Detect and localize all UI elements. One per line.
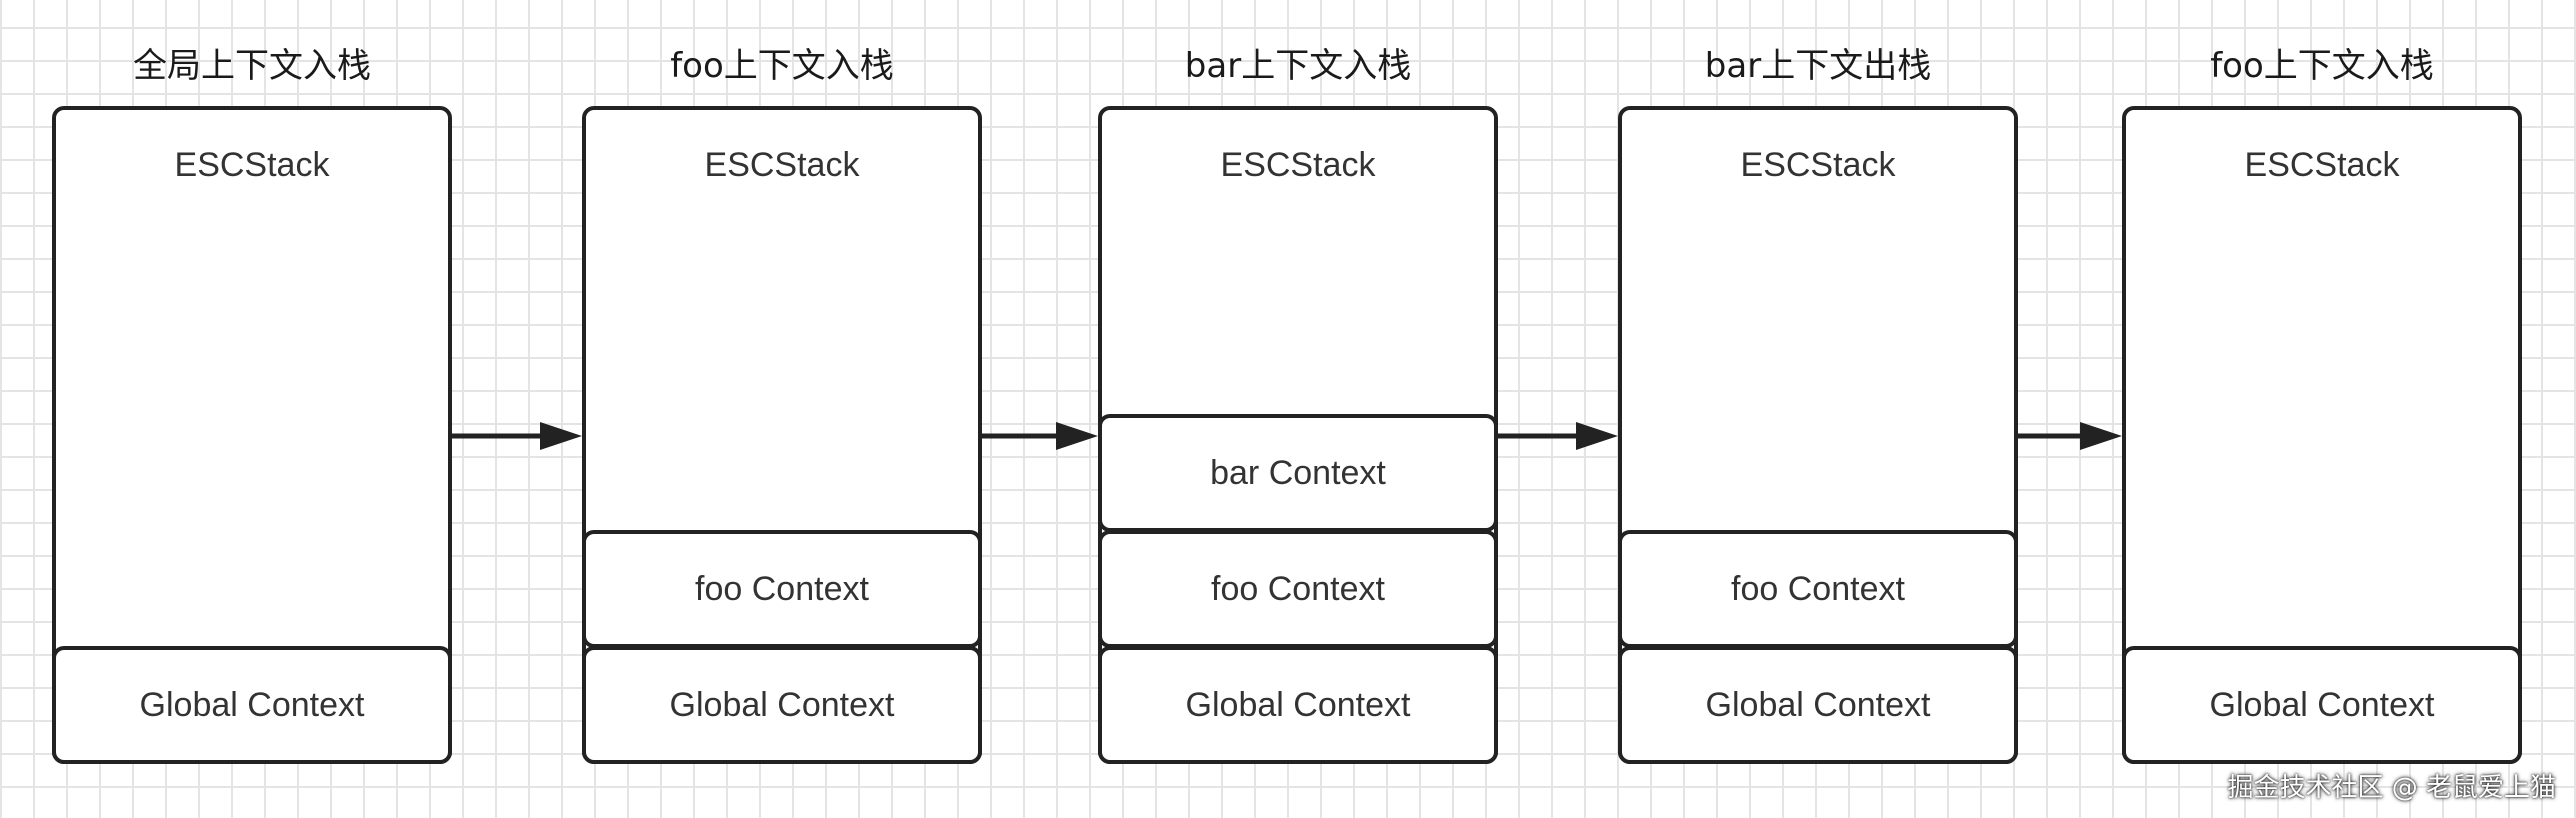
- context-label: foo Context: [1731, 569, 1905, 608]
- global-context-frame: Global Context: [52, 646, 452, 764]
- stage-title-foo-push: foo上下文入栈: [670, 46, 894, 86]
- arrow-right-icon: [2018, 418, 2122, 454]
- stack-label: ESCStack: [2244, 146, 2400, 184]
- foo-context-frame: foo Context: [582, 530, 982, 648]
- esc-stack-foo-push-2: ESCStack Global Context: [2122, 106, 2522, 764]
- esc-stack-global-push: ESCStack Global Context: [52, 106, 452, 764]
- context-label: Global Context: [2209, 685, 2435, 724]
- foo-context-frame: foo Context: [1618, 530, 2018, 648]
- context-label: Global Context: [139, 685, 365, 724]
- stage-title-bar-pop: bar上下文出栈: [1704, 46, 1932, 86]
- arrow-right-icon: [982, 418, 1098, 454]
- global-context-frame: Global Context: [1098, 646, 1498, 764]
- context-label: foo Context: [695, 569, 869, 608]
- arrow-right-icon: [452, 418, 582, 454]
- context-label: Global Context: [1185, 685, 1411, 724]
- context-label: bar Context: [1210, 453, 1386, 492]
- bar-context-frame: bar Context: [1098, 414, 1498, 532]
- global-context-frame: Global Context: [1618, 646, 2018, 764]
- global-context-frame: Global Context: [582, 646, 982, 764]
- stage-title-bar-push: bar上下文入栈: [1184, 46, 1412, 86]
- stage-title-global-push: 全局上下文入栈: [133, 46, 371, 86]
- global-context-frame: Global Context: [2122, 646, 2522, 764]
- stack-label: ESCStack: [1740, 146, 1896, 184]
- esc-stack-foo-push: ESCStack Global Context foo Context: [582, 106, 982, 764]
- stack-label: ESCStack: [1220, 146, 1376, 184]
- watermark: 掘金技术社区 @ 老鼠爱上猫: [2227, 773, 2556, 803]
- stack-label: ESCStack: [174, 146, 330, 184]
- stack-label: ESCStack: [704, 146, 860, 184]
- context-label: foo Context: [1211, 569, 1385, 608]
- foo-context-frame: foo Context: [1098, 530, 1498, 648]
- stage-title-foo-push-2: foo上下文入栈: [2210, 46, 2434, 86]
- esc-stack-bar-pop: ESCStack Global Context foo Context: [1618, 106, 2018, 764]
- context-label: Global Context: [1705, 685, 1931, 724]
- context-label: Global Context: [669, 685, 895, 724]
- esc-stack-bar-push: ESCStack Global Context foo Context bar …: [1098, 106, 1498, 764]
- arrow-right-icon: [1498, 418, 1618, 454]
